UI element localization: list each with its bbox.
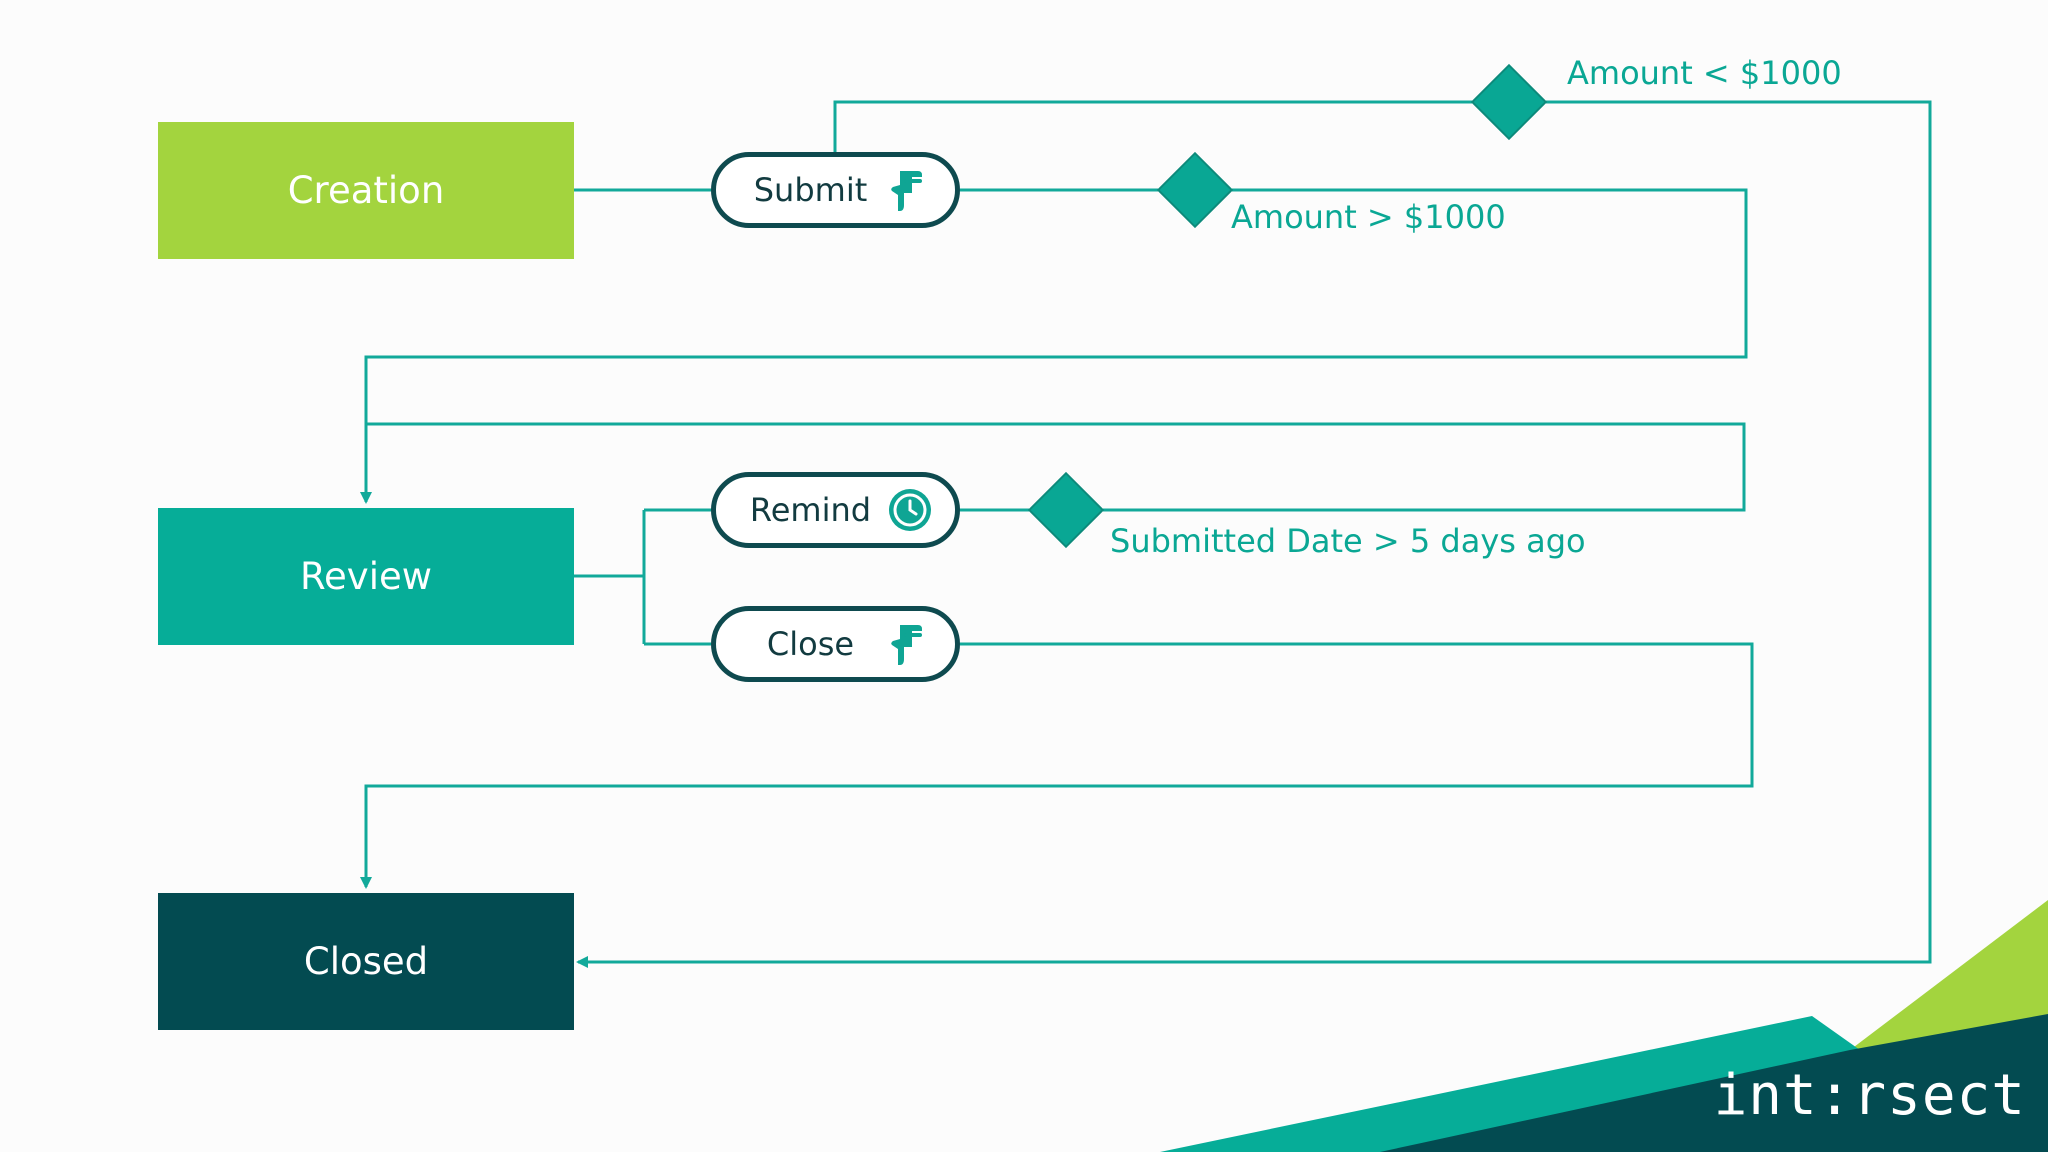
decision-diamond-amount-lt xyxy=(1470,63,1548,141)
connector-remind-loop xyxy=(366,422,1746,512)
submit-action-label: Submit xyxy=(753,171,868,209)
decision-diamond-submitted-date xyxy=(1027,471,1105,549)
submit-action-button[interactable]: Submit xyxy=(711,152,960,228)
brand-dark-shape xyxy=(1380,1014,2048,1152)
state-review-label: Review xyxy=(299,555,432,598)
state-creation: Creation xyxy=(158,122,574,259)
condition-submitted-date-label: Submitted Date > 5 days ago xyxy=(1110,522,1586,560)
connector-close-closed xyxy=(360,642,1754,889)
condition-amount-less-label: Amount < $1000 xyxy=(1567,54,1842,92)
remind-action-button[interactable]: Remind xyxy=(711,472,960,548)
hand-pointer-icon xyxy=(887,621,933,667)
state-review: Review xyxy=(158,508,574,645)
connector-amount-lt xyxy=(578,100,1932,962)
close-action-label: Close xyxy=(766,625,855,663)
intersect-logo: int:rsect xyxy=(1713,1063,2026,1128)
close-action-button[interactable]: Close xyxy=(711,606,960,682)
clock-icon xyxy=(887,487,933,533)
state-closed: Closed xyxy=(158,893,574,1030)
hand-pointer-icon xyxy=(887,167,933,213)
condition-amount-greater-label: Amount > $1000 xyxy=(1231,198,1506,236)
remind-action-label: Remind xyxy=(749,491,872,529)
state-closed-label: Closed xyxy=(303,940,429,983)
decision-diamond-amount-gt xyxy=(1156,151,1234,229)
connector-amount-gt xyxy=(366,188,1748,502)
connector-review-actions xyxy=(574,508,711,646)
state-creation-label: Creation xyxy=(287,169,445,212)
